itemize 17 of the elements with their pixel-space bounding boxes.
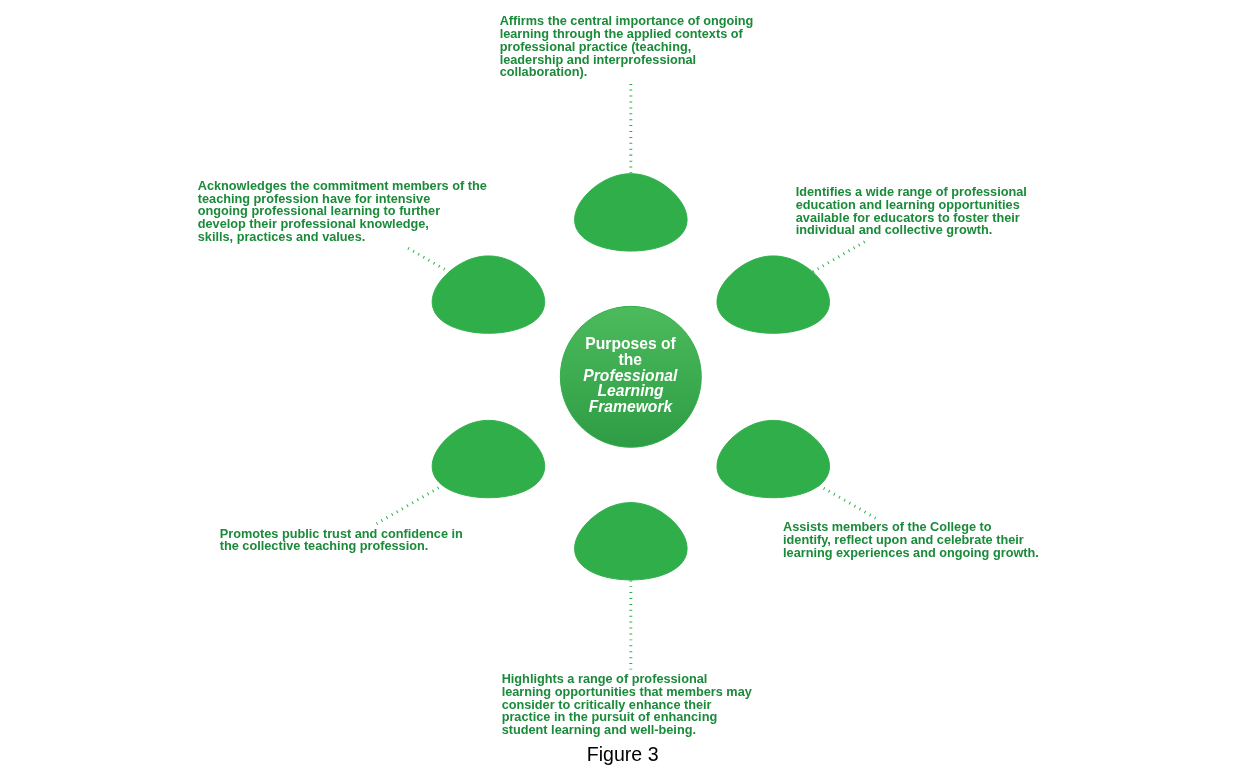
- connector: [818, 484, 876, 520]
- connector: [811, 240, 865, 274]
- node-petal: [431, 419, 545, 499]
- node-text: Assists members of the College to identify, reflect upon and celebrate their learning experiences and ongoing growth.: [782, 519, 1039, 560]
- node-text: Identifies a wide range of professional education and learning opportunities available for educators to foster their individual and collective growth.: [795, 184, 1027, 238]
- caption: Figure 3: [586, 742, 659, 765]
- node-text: Acknowledges the commitment members of the teaching profession have for intensive ongoing professional learning to further develop their professional knowledge, skills, practices and values.: [197, 177, 487, 244]
- node-text: Highlights a range of professional learning opportunities that members may consider to critically enhance their practice in the pursuit of enhancing student learning and well-being.: [501, 671, 752, 737]
- node-petal: [573, 502, 688, 581]
- node-text: Promotes public trust and confidence in the collective teaching profession.: [219, 525, 463, 554]
- node-petal: [431, 255, 545, 334]
- node-petal: [573, 173, 688, 252]
- node-petal: [716, 419, 830, 499]
- node-circle: Purposes of the Professional Learning Framework: [559, 305, 702, 448]
- node-petal: [716, 255, 830, 334]
- connector: [628, 84, 632, 174]
- node-text: Affirms the central importance of ongoing learning through the applied contexts of professional practice (teaching, leadership and interprofessional collaboration).: [499, 13, 753, 80]
